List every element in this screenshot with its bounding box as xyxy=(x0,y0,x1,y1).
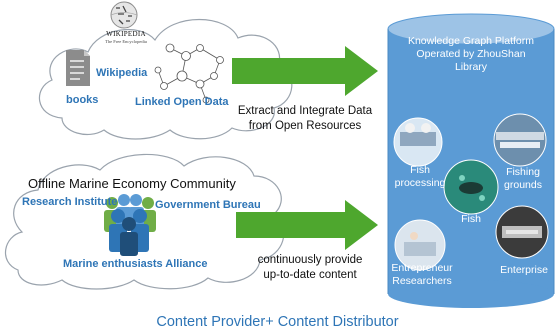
research-institute-label: Research Institute xyxy=(22,196,118,208)
wikipedia-label: Wikipedia xyxy=(96,67,148,79)
linked-open-data-icon xyxy=(154,43,224,104)
entrepreneur-line1: Entrepreneur xyxy=(391,262,453,274)
enterprise-label: Enterprise xyxy=(500,264,548,276)
fish-processing-label: Fish processing xyxy=(392,164,448,190)
extract-caption-line1: Extract and Integrate Data xyxy=(237,105,373,117)
platform-title: Knowledge Graph Platform Operated by Zho… xyxy=(392,35,550,74)
entrepreneur-label: Entrepreneur Researchers xyxy=(386,262,458,288)
fishing-grounds-line1: Fishing xyxy=(506,166,540,178)
fish-label: Fish xyxy=(461,213,481,225)
provide-caption: continuously provide up-to-date content xyxy=(245,253,375,283)
fish-processing-photo xyxy=(393,117,443,167)
enthusiasts-label: Marine enthusiasts Alliance xyxy=(63,258,208,270)
wikipedia-logo-tagline: The Free Encyclopedia xyxy=(105,39,147,44)
wikipedia-logo-text: WIKIPEDIA xyxy=(106,30,146,38)
community-title: Offline Marine Economy Community xyxy=(28,176,236,191)
extract-arrow xyxy=(232,46,378,96)
enterprise-photo xyxy=(495,205,549,259)
fishing-grounds-label: Fishing grounds xyxy=(498,166,548,192)
fish-processing-line1: Fish xyxy=(410,164,430,176)
provide-caption-line2: up-to-date content xyxy=(263,269,357,281)
extract-caption: Extract and Integrate Data from Open Res… xyxy=(230,104,380,134)
fish-photo xyxy=(443,159,499,215)
extract-caption-line2: from Open Resources xyxy=(248,120,362,132)
books-label: books xyxy=(66,94,99,106)
platform-title-line2: Operated by ZhouShan xyxy=(416,48,526,60)
wikipedia-globe-icon xyxy=(110,1,138,29)
people-icon xyxy=(104,194,156,256)
platform-title-line1: Knowledge Graph Platform xyxy=(407,35,535,47)
entrepreneur-line2: Researchers xyxy=(392,275,452,287)
government-bureau-label: Government Bureau xyxy=(155,199,261,211)
footer-caption: Content Provider+ Content Distributor xyxy=(156,314,399,330)
fish-processing-line2: processing xyxy=(394,177,446,189)
researchers-photo xyxy=(394,219,446,271)
books-icon xyxy=(66,50,90,86)
linked-open-data-label: Linked Open Data xyxy=(135,96,229,108)
provide-caption-line1: continuously provide xyxy=(257,254,363,266)
fishing-grounds-line2: grounds xyxy=(504,179,542,191)
platform-title-line3: Library xyxy=(454,61,488,73)
provide-arrow xyxy=(236,200,378,250)
fishing-grounds-photo xyxy=(493,113,547,167)
